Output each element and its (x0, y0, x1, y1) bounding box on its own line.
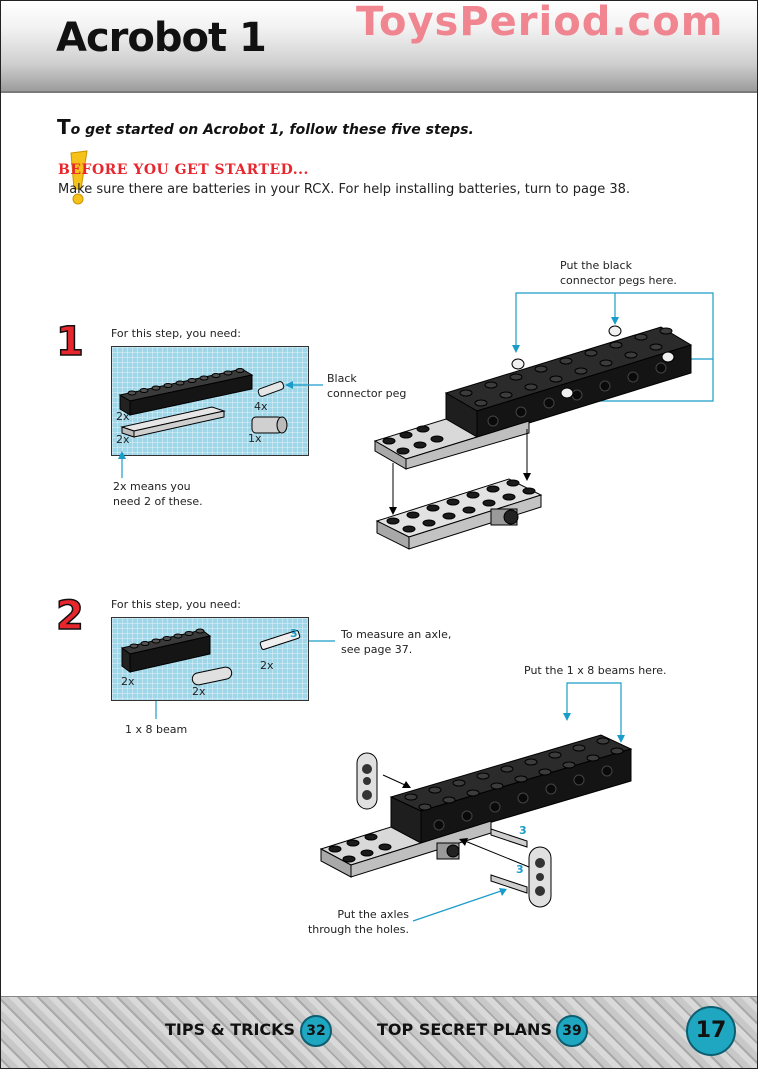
intro-rest: o get started on Acrobot 1, follow these… (70, 122, 474, 138)
axle-icons (490, 828, 528, 894)
step-2-plate-studs (328, 833, 392, 863)
step-1-motor-qty: 1x (248, 432, 262, 445)
step-1-beam-qty: 2x (116, 410, 130, 423)
step-1-beam-studs (459, 327, 673, 407)
step-2-axle-qty: 2x (260, 659, 274, 672)
intro-text: To get started on Acrobot 1, follow thes… (57, 115, 474, 139)
step-2-beam-studs (404, 737, 624, 811)
intro-initial: T (57, 115, 71, 139)
step-2-insert-arrows (382, 774, 530, 868)
step-2-number: 2 (55, 592, 84, 640)
watermark-text: ToysPeriod.com (356, 0, 724, 45)
step-1-bottom-plate (375, 478, 543, 550)
motor-icon (251, 416, 288, 434)
right-connector-plate-icon (528, 846, 552, 908)
grey-connector-plate-icon (191, 666, 233, 686)
callout-measure-axle: To measure an axle, see page 37. (341, 628, 452, 656)
step-1-label: For this step, you need: (111, 327, 241, 340)
axle-label-top: 3 (519, 824, 527, 837)
beam-studs-small (129, 628, 205, 649)
step-1-plate-qty: 2x (116, 433, 130, 446)
step-1-bottom-plate-studs (386, 479, 536, 533)
secret-page-badge[interactable]: 39 (556, 1015, 588, 1047)
left-connector-plate-icon (356, 752, 378, 810)
before-text: Make sure there are batteries in your RC… (58, 182, 631, 197)
step-1-connector-pegs (511, 325, 675, 399)
step-2-axle-size: 3 (290, 627, 298, 640)
step-2-parts-box: 2x 2x 2x 3 (111, 617, 309, 701)
step-1-beam-holes (487, 362, 667, 427)
step-1-number: 1 (55, 318, 84, 366)
step-1-drop-arrows (392, 429, 528, 509)
step-2-label: For this step, you need: (111, 598, 241, 611)
page-number-badge: 17 (686, 1006, 736, 1056)
step-1-parts-illustration (118, 368, 288, 438)
exclamation-icon (70, 150, 88, 205)
top-secret-plans-link[interactable]: TOP SECRET PLANS (377, 1020, 552, 1039)
axle-label-bottom: 3 (516, 863, 524, 876)
step-2-beam-qty: 2x (121, 675, 135, 688)
callout-quantity: 2x means you need 2 of these. (113, 480, 203, 508)
callout-axles-holes: Put the axles through the holes. (307, 908, 409, 936)
step-1-plate-studs-top (382, 425, 444, 455)
tips-page-badge[interactable]: 32 (300, 1015, 332, 1047)
before-heading: BEFORE YOU GET STARTED... (58, 162, 309, 178)
step-2-beam-holes (433, 765, 613, 831)
step-2-insert-arrowheads (402, 781, 468, 846)
step-2-parts-illustration (120, 628, 301, 686)
callout-beams-here: Put the 1 x 8 beams here. (524, 664, 667, 677)
step-1-drop-arrowheads (389, 473, 531, 515)
axle-icon (259, 630, 301, 650)
grey-plate-icon (120, 406, 226, 438)
callout-1x8-beam: 1 x 8 beam (125, 723, 188, 736)
tips-tricks-link[interactable]: TIPS & TRICKS (165, 1020, 296, 1039)
step-1-peg-qty: 4x (254, 400, 268, 413)
callout-pegs-here: Put the black connector pegs here. (560, 259, 677, 287)
connector-peg-icon (257, 381, 285, 397)
beam-studs (127, 368, 245, 396)
page-footer (1, 996, 757, 1068)
page-title: Acrobot 1 (56, 15, 267, 61)
page-header (1, 1, 757, 93)
step-2-plate-qty: 2x (192, 685, 206, 698)
callout-connector-peg: Black connector peg (327, 372, 407, 400)
step-1-parts-box: 2x 2x 4x 1x (111, 346, 309, 456)
